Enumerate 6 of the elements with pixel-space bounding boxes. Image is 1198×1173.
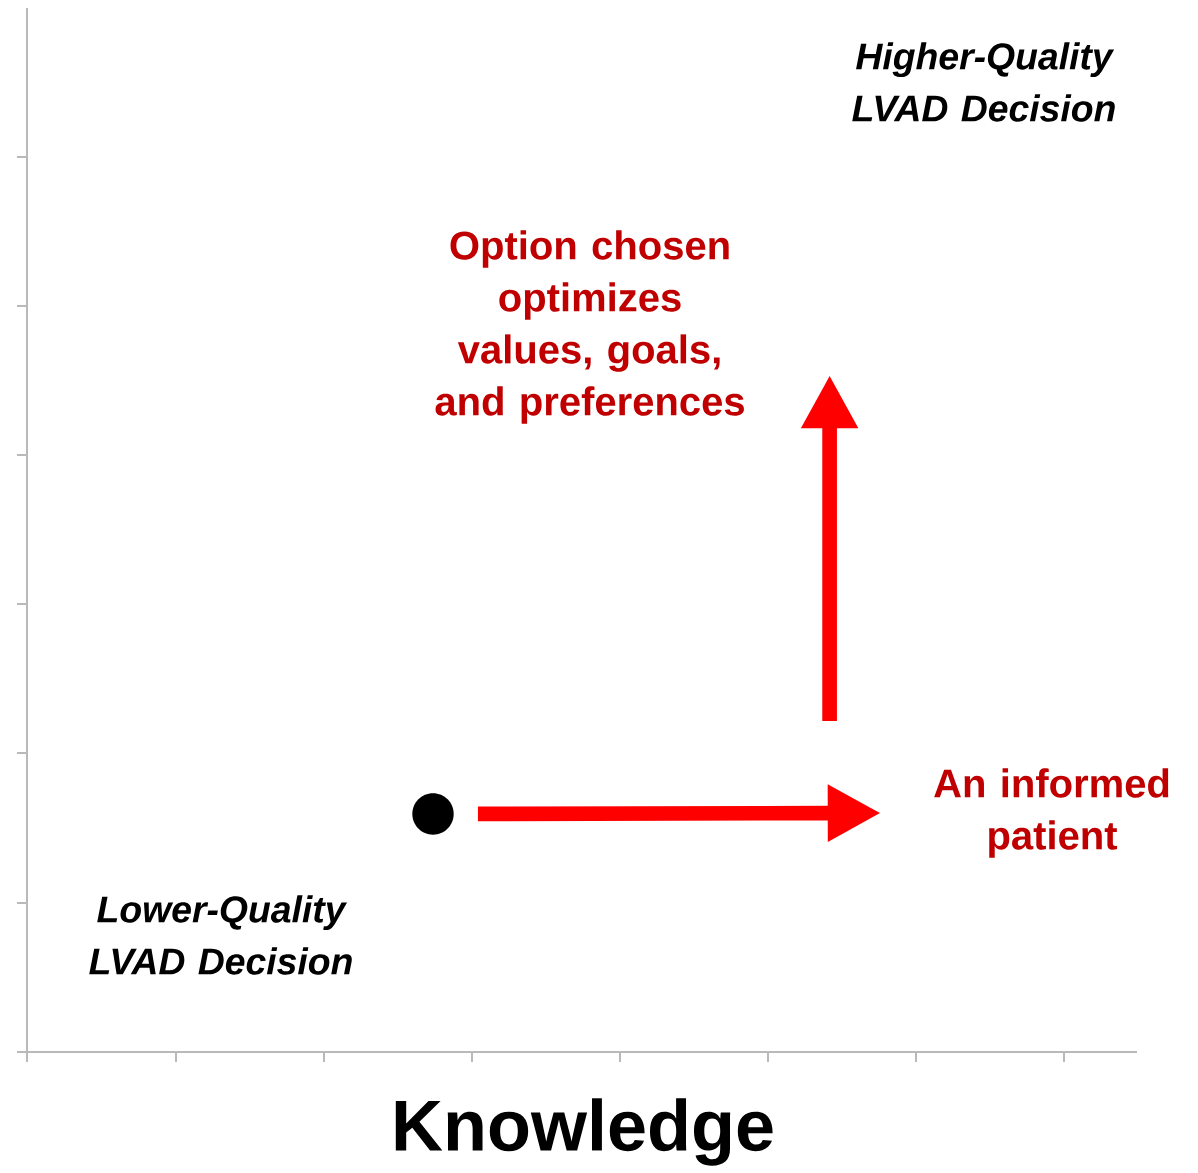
node-text: An informed patient bbox=[934, 768, 1169, 858]
corner-label: Higher-Quality LVAD Decision bbox=[852, 42, 1115, 122]
dot bbox=[412, 793, 454, 835]
corner-label: Lower-Quality LVAD Decision bbox=[89, 895, 352, 975]
node-text: Option chosen optimizes values, goals, and preferences bbox=[435, 230, 744, 424]
axis-title: Knowledge bbox=[395, 1098, 773, 1166]
